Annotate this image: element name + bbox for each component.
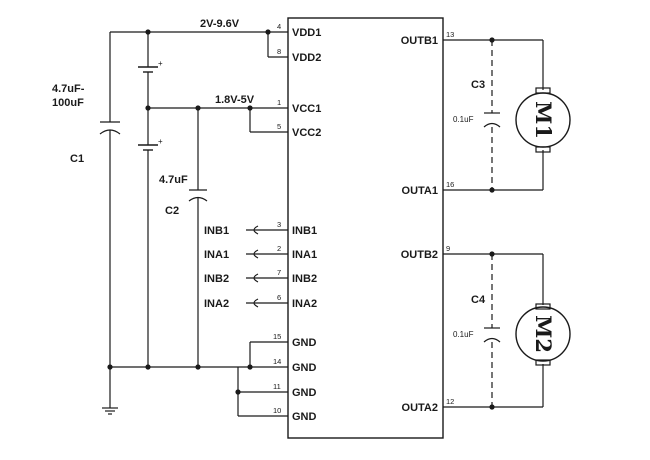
pin-name-vcc2: VCC2 (292, 127, 321, 139)
battery-upper-plus: + (158, 59, 163, 68)
pin-name-ina2: INA2 (292, 298, 317, 310)
pin-number-gnd-11: 11 (273, 382, 281, 391)
vcc-range-label: 1.8V-5V (215, 94, 255, 106)
pin-number-outb2: 9 (446, 244, 450, 253)
motor-m1-icon (515, 87, 571, 153)
capacitor-c1 (99, 32, 121, 405)
junction-dot (489, 187, 495, 193)
junction-dot (235, 389, 241, 395)
junction-dot (145, 105, 151, 111)
pin-name-outb2: OUTB2 (401, 249, 438, 261)
driver-ic-body (287, 17, 444, 439)
c3-name-label: C3 (471, 79, 485, 91)
junction-dot (247, 105, 253, 111)
input-stub-ina2 (246, 298, 288, 308)
pin-name-vcc1: VCC1 (292, 103, 321, 115)
c1-value-line2: 100uF (52, 97, 84, 109)
pin-number-ina1: 2 (277, 244, 281, 253)
pin-name-vdd2: VDD2 (292, 52, 321, 64)
pin-number-outa2: 12 (446, 397, 454, 406)
pin-number-ina2: 6 (277, 293, 281, 302)
pin-name-gnd-15: GND (292, 337, 317, 349)
junction-dot (247, 364, 253, 370)
pin-number-gnd-15: 15 (273, 332, 281, 341)
pin-name-outb1: OUTB1 (401, 35, 438, 47)
input-label-inb2: INB2 (204, 273, 229, 285)
pin-number-vcc2: 5 (277, 122, 281, 131)
pin-name-inb1: INB1 (292, 225, 317, 237)
pin-number-vcc1: 1 (277, 98, 281, 107)
gnd-rail (110, 341, 288, 417)
pin-name-gnd-14: GND (292, 362, 317, 374)
pin-number-outa1: 16 (446, 180, 454, 189)
pin-name-gnd-10: GND (292, 411, 317, 423)
junction-dot (489, 251, 495, 257)
junction-dot (489, 37, 495, 43)
motor-m1-label: M1 (531, 101, 556, 139)
battery-cell-upper (138, 32, 158, 108)
junction-dot (195, 105, 201, 111)
junction-dot (107, 364, 113, 370)
input-stub-inb2 (246, 273, 288, 283)
junction-dot (265, 29, 271, 35)
junction-dot (145, 364, 151, 370)
pin-name-gnd-11: GND (292, 387, 317, 399)
c1-value-line1: 4.7uF- (52, 83, 85, 95)
c2-value-label: 4.7uF (159, 174, 188, 186)
pin-name-outa1: OUTA1 (402, 185, 438, 197)
pin-name-ina1: INA1 (292, 249, 317, 261)
pin-number-outb1: 13 (446, 30, 454, 39)
c4-name-label: C4 (471, 294, 486, 306)
junction-dot (195, 364, 201, 370)
junction-dot (489, 404, 495, 410)
battery-lower-plus: + (158, 137, 163, 146)
pin-name-outa2: OUTA2 (402, 402, 438, 414)
c1-name-label: C1 (70, 153, 84, 165)
pin-name-inb2: INB2 (292, 273, 317, 285)
vdd-range-label: 2V-9.6V (200, 18, 240, 30)
motor-m2-icon (515, 303, 571, 366)
input-stub-ina1 (246, 249, 288, 259)
c3-value-label: 0.1uF (453, 115, 474, 124)
vcc-rail (148, 107, 288, 133)
input-label-ina2: INA2 (204, 298, 229, 310)
ground-icon (102, 405, 118, 415)
pin-name-vdd1: VDD1 (292, 27, 321, 39)
capacitor-c4 (483, 327, 501, 343)
input-stub-inb1 (246, 225, 288, 235)
pin-number-inb2: 7 (277, 268, 281, 277)
motor-m2-label: M2 (531, 315, 556, 353)
pin-number-vdd1: 4 (277, 22, 281, 31)
pin-number-gnd-14: 14 (273, 357, 281, 366)
capacitor-c3 (483, 112, 501, 128)
pin-number-gnd-10: 10 (273, 406, 281, 415)
input-label-ina1: INA1 (204, 249, 229, 261)
pin-number-inb1: 3 (277, 220, 281, 229)
c2-name-label: C2 (165, 205, 179, 217)
battery-cell-lower (138, 108, 158, 367)
junction-dot (145, 29, 151, 35)
input-label-inb1: INB1 (204, 225, 229, 237)
c4-value-label: 0.1uF (453, 330, 474, 339)
vdd-rail (110, 31, 288, 58)
pin-number-vdd2: 8 (277, 47, 281, 56)
capacitor-c2 (188, 108, 208, 367)
